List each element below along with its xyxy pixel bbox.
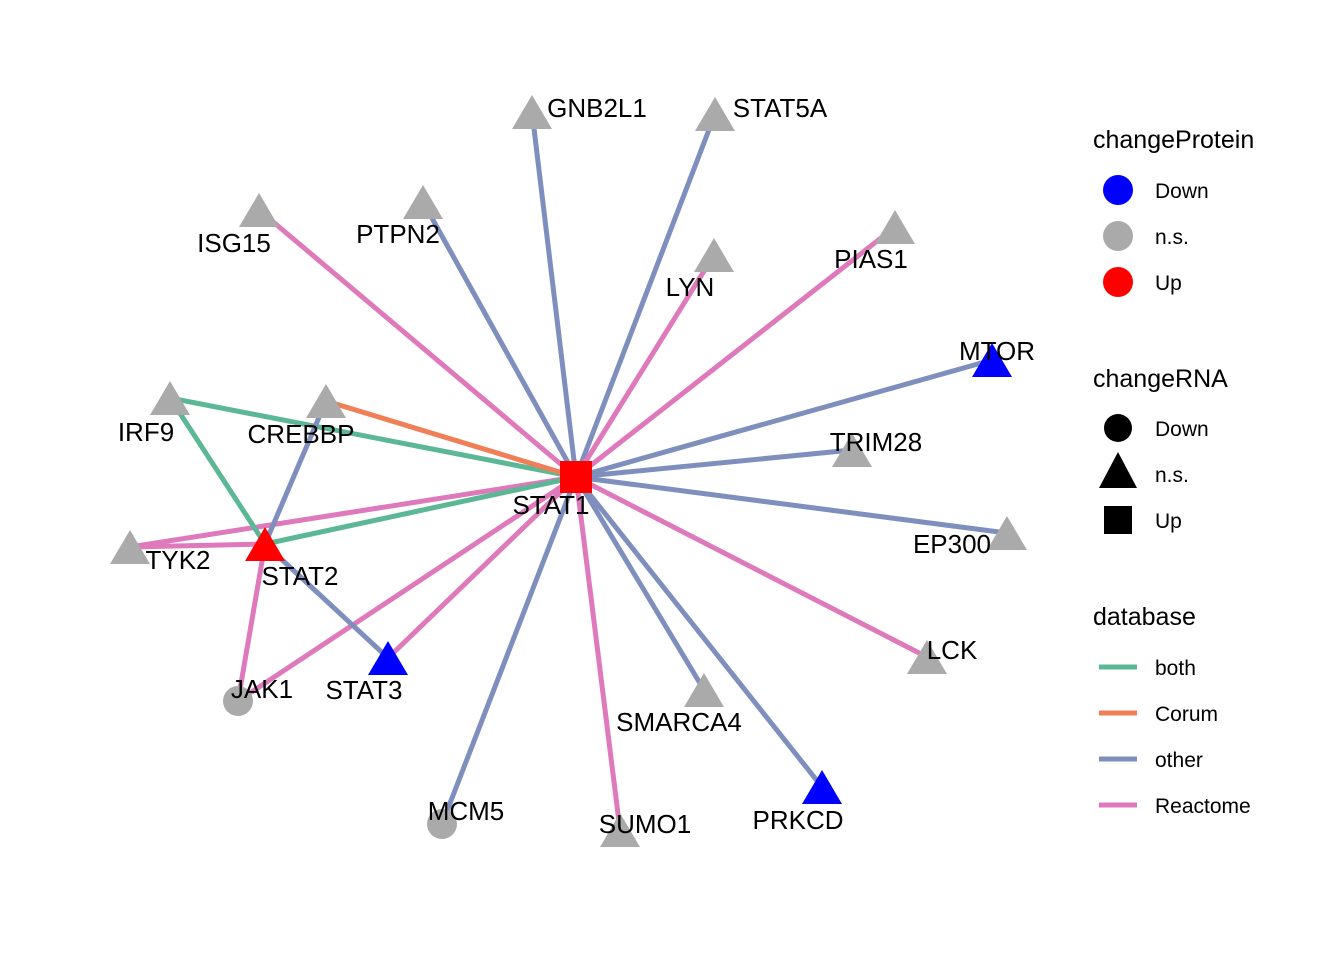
node-lck (907, 640, 947, 674)
legend-protein-ns-swatch (1103, 221, 1133, 251)
node-ep300 (987, 516, 1027, 550)
node-label-irf9: IRF9 (118, 417, 174, 447)
node-tyk2 (110, 530, 150, 564)
edge-stat1-stat2 (264, 474, 577, 547)
edges-layer (129, 111, 1008, 831)
node-label-stat5a: STAT5A (733, 93, 828, 123)
node-jak1 (223, 686, 253, 716)
node-mtor (972, 343, 1012, 377)
legend-protein-down-label: Down (1155, 180, 1209, 203)
edge-stat1-irf9 (169, 395, 577, 480)
node-label-crebbp: CREBBP (248, 419, 355, 449)
edge-stat1-sumo1 (573, 476, 623, 831)
node-sumo1 (600, 813, 640, 847)
edge-stat1-mcm5 (439, 476, 579, 825)
legend-protein-up-swatch (1103, 267, 1133, 297)
node-stat2 (245, 527, 285, 561)
node-label-tyk2: TYK2 (145, 545, 210, 575)
edge-stat1-ep300 (575, 474, 1008, 536)
legend: changeProtein Down n.s. Up changeRNA Dow… (1093, 126, 1254, 818)
node-isg15 (239, 193, 279, 227)
legend-rna-down-label: Down (1155, 418, 1209, 441)
legend-protein-ns-label: n.s. (1155, 226, 1189, 249)
node-label-mtor: MTOR (959, 336, 1035, 366)
legend-db-other-label: other (1155, 749, 1203, 772)
node-label-stat1: STAT1 (512, 490, 589, 520)
edge-stat1-pias1 (574, 225, 897, 479)
edge-stat2-tyk2 (129, 541, 266, 550)
node-label-prkcd: PRKCD (752, 805, 843, 835)
node-smarca4 (684, 673, 724, 707)
legend-db-both-label: both (1155, 657, 1196, 680)
node-label-sumo1: SUMO1 (599, 809, 691, 839)
node-label-pias1: PIAS1 (834, 244, 908, 274)
node-ptpn2 (403, 185, 443, 219)
edge-stat1-prkcd (574, 475, 824, 789)
legend-rna-ns-label: n.s. (1155, 464, 1189, 487)
edge-stat2-jak1 (235, 543, 268, 702)
node-label-ep300: EP300 (913, 529, 991, 559)
edge-stat1-smarca4 (573, 475, 707, 692)
legend-db-corum-label: Corum (1155, 703, 1218, 726)
legend-db-reactome-label: Reactome (1155, 795, 1251, 818)
edge-stat1-tyk2 (129, 474, 577, 550)
legend-title-change-rna: changeRNA (1093, 365, 1228, 393)
node-stat5a (695, 97, 735, 131)
node-trim28 (832, 433, 872, 467)
node-prkcd (802, 770, 842, 804)
legend-database: database both Corum other Reactome (1093, 603, 1251, 818)
node-label-smarca4: SMARCA4 (616, 707, 742, 737)
node-label-stat2: STAT2 (261, 561, 338, 591)
node-label-trim28: TRIM28 (830, 427, 922, 457)
node-pias1 (875, 210, 915, 244)
edge-stat1-trim28 (575, 447, 853, 480)
edge-stat1-mtor (575, 357, 993, 480)
legend-change-protein: changeProtein Down n.s. Up (1093, 126, 1254, 297)
node-label-ptpn2: PTPN2 (356, 219, 440, 249)
legend-rna-ns-triangle-icon (1099, 452, 1137, 488)
node-label-gnb2l1: GNB2L1 (547, 93, 647, 123)
edge-stat2-crebbp (262, 400, 329, 545)
node-stat3 (368, 641, 408, 675)
legend-change-rna: changeRNA Down n.s. Up (1093, 365, 1228, 534)
edge-stat1-ptpn2 (420, 200, 579, 479)
edge-stat1-lyn (573, 253, 717, 479)
legend-protein-up-label: Up (1155, 272, 1182, 295)
edge-stat1-lck (574, 474, 929, 660)
edge-stat1-crebbp (325, 398, 577, 480)
edge-stat2-irf9 (167, 396, 268, 546)
legend-rna-up-label: Up (1155, 510, 1182, 533)
edge-stat1-isg15 (257, 208, 578, 479)
node-label-mcm5: MCM5 (428, 796, 505, 826)
legend-protein-down-swatch (1103, 175, 1133, 205)
node-label-isg15: ISG15 (197, 228, 271, 258)
node-label-stat3: STAT3 (325, 675, 402, 705)
node-stat1 (560, 461, 592, 493)
edge-stat1-stat3 (386, 475, 578, 660)
node-crebbp (306, 384, 346, 418)
edge-stat2-stat3 (263, 542, 390, 660)
nodes-layer (110, 95, 1027, 847)
legend-title-database: database (1093, 603, 1196, 631)
node-gnb2l1 (512, 95, 552, 129)
edge-stat1-stat5a (573, 113, 718, 478)
node-label-jak1: JAK1 (231, 674, 293, 704)
edge-stat1-gnb2l1 (529, 111, 579, 478)
legend-rna-up-square-icon (1104, 506, 1132, 534)
node-label-lyn: LYN (666, 272, 715, 302)
node-lyn (694, 238, 734, 272)
legend-rna-down-circle-icon (1104, 414, 1132, 442)
node-mcm5 (427, 809, 457, 839)
legend-title-change-protein: changeProtein (1093, 126, 1254, 154)
node-irf9 (150, 381, 190, 415)
node-label-lck: LCK (927, 635, 978, 665)
edge-stat1-jak1 (236, 474, 578, 704)
